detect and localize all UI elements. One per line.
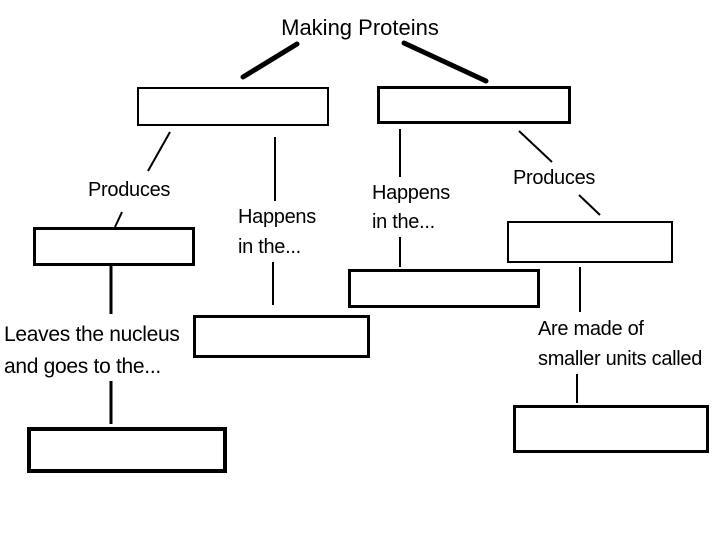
answer-box-center-under-happens[interactable] (348, 269, 540, 308)
edge-topright-to-produces (518, 130, 553, 163)
edge-label-leaves-the-nucleus: Leaves the nucleus and goes to the... (4, 323, 180, 378)
edge-topleft-to-produces (147, 131, 171, 172)
edge-label-happens-in-the-right: Happens in the... (372, 182, 450, 233)
edge-label-are-made-of: Are made of smaller units called (538, 318, 703, 370)
answer-box-left-under-produces[interactable] (33, 227, 195, 266)
diagram-title: Making Proteins (281, 15, 439, 40)
edge-label-produces-right: Produces (513, 167, 596, 189)
answer-box-bottom-right[interactable] (513, 405, 709, 453)
answer-box-top-left[interactable] (137, 87, 329, 126)
edge-produces-to-right-box (578, 194, 601, 216)
answer-box-right-under-produces[interactable] (507, 221, 673, 263)
edge-produces-to-box (114, 211, 123, 228)
answer-box-left-under-happens[interactable] (193, 315, 370, 358)
answer-box-bottom-left[interactable] (27, 427, 227, 473)
edge-title-to-top-right-box (401, 40, 489, 84)
edge-label-happens-in-the-left: Happens in the... (238, 206, 316, 258)
answer-box-top-right[interactable] (377, 86, 571, 124)
edge-title-to-top-left-box (240, 41, 300, 80)
edge-label-produces-left: Produces (88, 179, 171, 201)
